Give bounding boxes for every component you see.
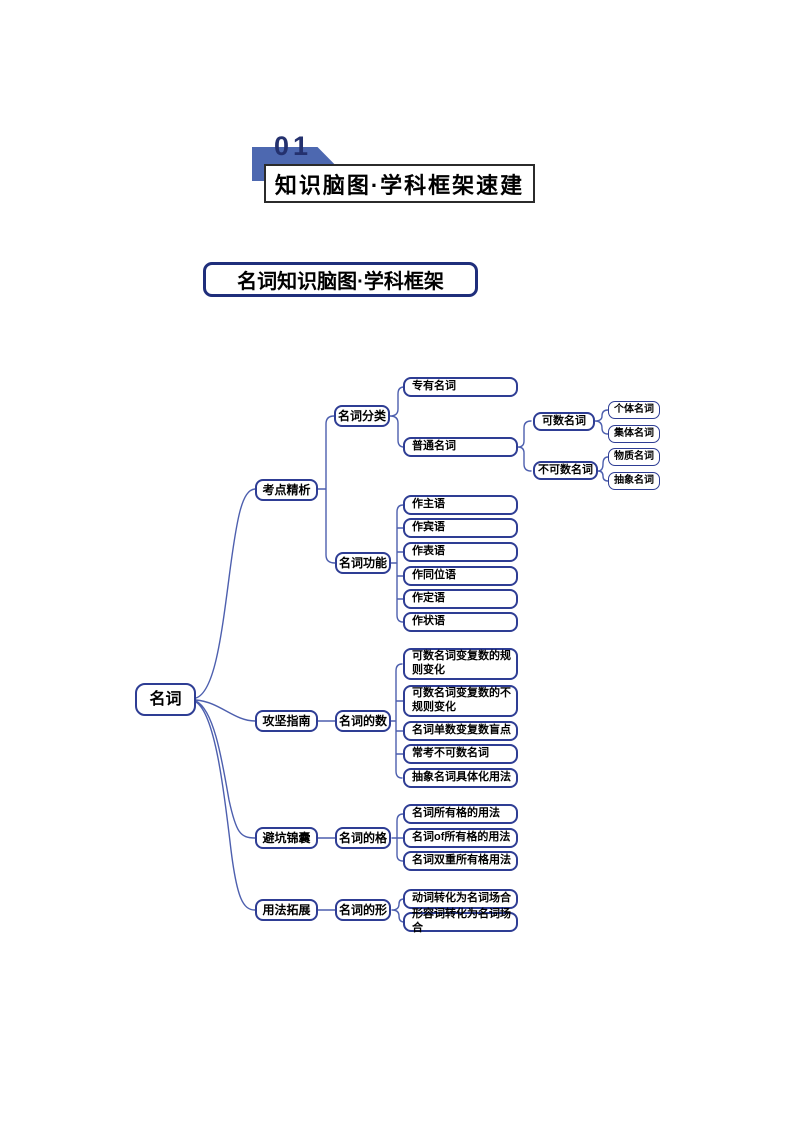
connector-classification bbox=[389, 386, 405, 448]
leaf-common-noun: 普通名词 bbox=[403, 437, 518, 457]
leaf-plural-regular-change: 可数名词变复数的规则变化 bbox=[403, 648, 518, 680]
node-branch-pitfall-tips: 避坑锦囊 bbox=[255, 827, 318, 849]
node-countable-noun: 可数名词 bbox=[533, 412, 595, 431]
leaf-material-noun: 物质名词 bbox=[608, 448, 660, 466]
leaf-common-uncountable-nouns: 常考不可数名词 bbox=[403, 744, 518, 764]
leaf-singular-plural-blindspot: 名词单数变复数盲点 bbox=[403, 721, 518, 741]
connector-number bbox=[390, 663, 404, 779]
connector-case bbox=[391, 813, 404, 862]
section-title-box: 名词知识脑图·学科框架 bbox=[203, 262, 478, 297]
node-noun-number: 名词的数 bbox=[335, 710, 391, 732]
node-noun-case: 名词的格 bbox=[335, 827, 391, 849]
section-title: 名词知识脑图·学科框架 bbox=[237, 271, 444, 293]
leaf-as-appositive: 作同位语 bbox=[403, 566, 518, 586]
connector-root bbox=[195, 488, 256, 911]
node-branch-usage-extension: 用法拓展 bbox=[255, 899, 318, 921]
node-root-noun: 名词 bbox=[135, 683, 196, 716]
leaf-of-possessive-usage: 名词of所有格的用法 bbox=[403, 828, 518, 848]
leaf-collective-noun: 集体名词 bbox=[608, 425, 660, 443]
leaf-double-possessive-usage: 名词双重所有格用法 bbox=[403, 851, 518, 871]
node-noun-form: 名词的形 bbox=[335, 899, 391, 921]
header-title-box: 知识脑图·学科框架速建 bbox=[264, 164, 535, 203]
node-noun-function: 名词功能 bbox=[335, 552, 391, 574]
leaf-as-object: 作宾语 bbox=[403, 518, 518, 538]
leaf-as-adverbial: 作状语 bbox=[403, 612, 518, 632]
leaf-as-attributive: 作定语 bbox=[403, 589, 518, 609]
connector-common-noun bbox=[517, 420, 532, 472]
node-noun-classification: 名词分类 bbox=[334, 405, 390, 427]
leaf-as-subject: 作主语 bbox=[403, 495, 518, 515]
leaf-possessive-usage: 名词所有格的用法 bbox=[403, 804, 518, 824]
leaf-individual-noun: 个体名词 bbox=[608, 401, 660, 419]
leaf-as-predicative: 作表语 bbox=[403, 542, 518, 562]
node-uncountable-noun: 不可数名词 bbox=[533, 461, 598, 480]
leaf-adjective-to-noun: 形容词转化为名词场合 bbox=[403, 908, 518, 934]
header-title: 知识脑图·学科框架速建 bbox=[274, 172, 525, 198]
header-section-number: 01 bbox=[274, 131, 313, 161]
leaf-abstract-noun: 抽象名词 bbox=[608, 472, 660, 490]
node-branch-key-point-analysis: 考点精析 bbox=[255, 479, 318, 501]
node-branch-tackling-guide: 攻坚指南 bbox=[255, 710, 318, 732]
leaf-abstract-noun-concrete-usage: 抽象名词具体化用法 bbox=[403, 768, 518, 788]
leaf-proper-noun: 专有名词 bbox=[403, 377, 518, 397]
leaf-plural-irregular-change: 可数名词变复数的不规则变化 bbox=[403, 685, 518, 717]
connector-function bbox=[390, 504, 404, 623]
leaf-verb-to-noun: 动词转化为名词场合 bbox=[403, 889, 518, 909]
connector-branch1 bbox=[317, 415, 336, 564]
